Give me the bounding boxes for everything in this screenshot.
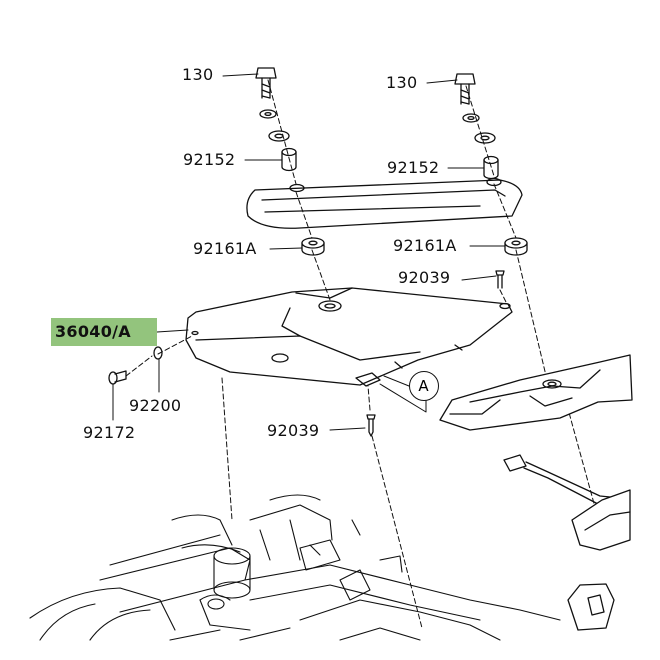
- label-92200[interactable]: 92200: [129, 396, 182, 415]
- damper-left-icon: [301, 237, 325, 256]
- label-92039-upper[interactable]: 92039: [398, 268, 451, 287]
- tail-light-icon: [567, 489, 631, 631]
- label-92161a-left[interactable]: 92161A: [193, 239, 257, 258]
- highlight-36040: [51, 318, 157, 346]
- label-130-right[interactable]: 130: [386, 73, 418, 92]
- bolt-left-icon: [255, 67, 277, 99]
- washer-right-2-icon: [474, 132, 496, 144]
- label-92161a-right[interactable]: 92161A: [393, 236, 457, 255]
- collar-left-icon: [281, 147, 297, 172]
- callout-a[interactable]: A: [409, 371, 439, 401]
- washer-left-1-icon: [259, 109, 277, 119]
- callout-a-label: A: [418, 377, 429, 395]
- collar-right-icon: [483, 155, 499, 180]
- rivet-lower-icon: [366, 414, 376, 437]
- label-92172[interactable]: 92172: [83, 423, 136, 442]
- washer-left-2-icon: [268, 130, 290, 142]
- label-92039-lower[interactable]: 92039: [267, 421, 320, 440]
- upper-bracket-icon: [246, 177, 523, 229]
- frame-chassis-icon: [29, 494, 561, 641]
- label-92152-left[interactable]: 92152: [183, 150, 236, 169]
- tail-cover-icon: [185, 287, 513, 387]
- label-130-left[interactable]: 130: [182, 65, 214, 84]
- label-92152-right[interactable]: 92152: [387, 158, 440, 177]
- washer-92200-icon: [153, 346, 163, 360]
- bolt-right-icon: [454, 73, 476, 105]
- label-36040a[interactable]: 36040/A: [55, 322, 131, 341]
- rivet-upper-icon: [495, 270, 505, 289]
- screw-92172-icon: [108, 370, 127, 385]
- washer-right-1-icon: [462, 113, 480, 123]
- detail-a-bracket-icon: [439, 354, 633, 431]
- damper-right-icon: [504, 237, 528, 256]
- wire-connector-icon: [503, 454, 623, 507]
